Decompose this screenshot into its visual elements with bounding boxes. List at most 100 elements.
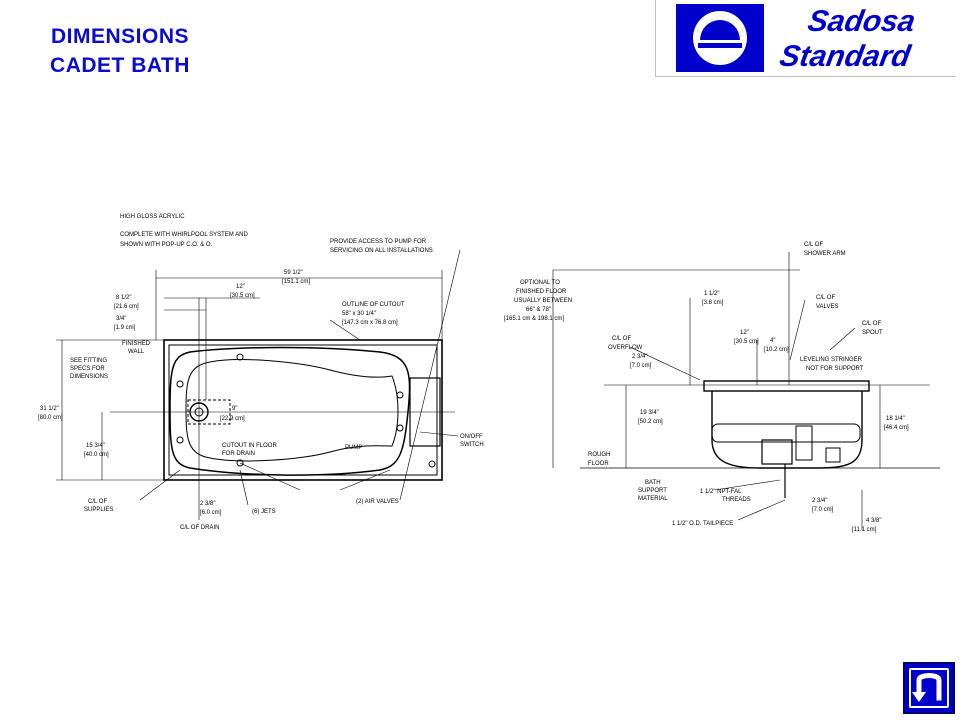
dim-4-3-8-metric: [11.1 cm] — [852, 527, 877, 533]
dim-1-1-2-metric: [3.8 cm] — [702, 300, 724, 306]
logo-word-1: Sadosa — [805, 5, 917, 38]
floor-note-4: 66" & 78" — [526, 307, 551, 313]
logo-dome — [700, 20, 740, 40]
leveling-2: NOT FOR SUPPORT — [806, 366, 864, 372]
width: 31 1/2" — [40, 406, 59, 412]
switch-leader — [419, 431, 459, 437]
rough-floor-1: ROUGH — [588, 452, 610, 458]
title-line-1: DIMENSIONS — [50, 25, 189, 48]
jet-4 — [236, 459, 244, 467]
overall-length: 59 1/2" — [284, 270, 303, 276]
dim-15-3-4-metric: [40.0 cm] — [84, 452, 109, 458]
air-valve-leader-1 — [239, 462, 301, 491]
jets-leader — [239, 469, 249, 506]
support-frame — [711, 423, 861, 443]
pump-fitting — [825, 447, 841, 463]
dim-3-4: 3/4" — [116, 316, 126, 322]
tub-rim — [703, 380, 870, 392]
threads-leader — [714, 479, 781, 491]
bath-basin — [169, 346, 411, 476]
basin-floor — [185, 359, 399, 462]
note-line-2: COMPLETE WITH WHIRLPOOL SYSTEM AND — [120, 232, 248, 238]
cutout-title: OUTLINE OF CUTOUT — [342, 302, 405, 308]
tailpiece-label: 1 1/2" O.D. TAILPIECE — [672, 521, 733, 527]
leveling-1: LEVELING STRINGER — [800, 357, 863, 363]
access-note-1: PROVIDE ACCESS TO PUMP FOR — [330, 239, 427, 245]
pump-label: PUMP — [345, 445, 362, 451]
logo-bar — [698, 43, 742, 48]
logo-word-2: Standard — [777, 40, 913, 73]
dim-18-1-4-metric: [46.4 cm] — [884, 425, 909, 431]
plan-labels: HIGH GLOSS ACRYLIC COMPLETE WITH WHIRLPO… — [38, 214, 484, 531]
access-note-2: SERVICING ON ALL INSTALLATIONS — [330, 248, 433, 254]
tailpiece-leader — [737, 499, 786, 521]
jet-2 — [176, 436, 184, 444]
shower-1: C/L OF — [804, 242, 823, 248]
dim-12-metric: [30.5 cm] — [230, 293, 255, 299]
cutout-metric: [147.3 cm x 76.8 cm] — [342, 320, 398, 326]
drain-label: C/L OF DRAIN — [180, 525, 219, 531]
bath-support-3: MATERIAL — [638, 496, 668, 502]
supplies-1: C/L OF — [88, 499, 107, 505]
overall-length-metric: [151.1 cm] — [282, 279, 310, 285]
floor-note-2: FINISHED FLOOR — [516, 289, 567, 295]
width-metric: [80.0 cm] — [38, 415, 63, 421]
dim-2-3-4-bot-metric: [7.0 cm] — [812, 507, 834, 513]
return-button-frame — [909, 668, 949, 708]
overflow-2: OVERFLOW — [608, 345, 643, 351]
dim-9-metric: [22.9 cm] — [220, 416, 245, 422]
fitting-2: SPECS FOR — [70, 366, 105, 372]
pump-unit — [761, 439, 793, 465]
dim-18-1-4: 18 1/4" — [886, 416, 905, 422]
dim-12-elev-metric: [30.5 cm] — [734, 339, 759, 345]
dim-2-3-4-bot: 2 3/4" — [812, 498, 827, 504]
dim-19-3-4: 19 3/4" — [640, 410, 659, 416]
valves-2: VALVES — [816, 304, 838, 310]
jet-5 — [396, 391, 404, 399]
dim-1-1-2: 1 1/2" — [704, 291, 719, 297]
onoff-switch — [428, 460, 436, 468]
dim-12-elev: 12" — [740, 330, 749, 336]
dim-2-3-8: 2 3/8" — [200, 501, 215, 507]
jet-3 — [236, 353, 244, 361]
shower-2: SHOWER ARM — [804, 251, 846, 257]
fitting-3: DIMENSIONS — [70, 374, 108, 380]
dim-12: 12" — [236, 284, 245, 290]
jet-1 — [176, 380, 184, 388]
cutout-leader — [329, 319, 361, 341]
valves-1: C/L OF — [816, 295, 835, 301]
sadosa-standard-logo: Sadosa Standard — [655, 0, 956, 77]
jets-label: (6) JETS — [252, 509, 276, 515]
floor-note-5: [165.1 cm & 198.1 cm] — [504, 316, 564, 322]
bath-support-1: BATH — [645, 480, 661, 486]
dim-3-4-metric: [1.9 cm] — [114, 325, 136, 331]
supplies-leader — [139, 469, 181, 501]
dim-2-3-8-metric: [6.0 cm] — [200, 510, 222, 516]
jet-6 — [396, 424, 404, 432]
cutout-size: 58" x 30 1/4" — [342, 311, 376, 317]
plan-view — [56, 249, 461, 520]
dim-19-3-4-metric: [50.2 cm] — [638, 419, 663, 425]
dim-2-3-4-top-metric: [7.0 cm] — [630, 363, 652, 369]
air-valves-label: (2) AIR VALVES — [356, 499, 399, 505]
floor-note-3: USUALLY BETWEEN — [514, 298, 572, 304]
dim-4-3-8: 4 3/8" — [866, 518, 881, 524]
switch-1: ON/OFF — [460, 434, 483, 440]
title-line-2: CADET BATH — [50, 54, 190, 77]
elevation-view — [552, 252, 940, 530]
overflow-leader — [629, 346, 701, 381]
valves-leader — [789, 299, 806, 361]
floor-note-1: OPTIONAL TO — [520, 280, 560, 286]
motor — [795, 425, 813, 461]
access-leader — [399, 249, 461, 501]
return-button[interactable] — [903, 662, 955, 714]
supplies-2: SUPPLIES — [84, 507, 113, 513]
finished-wall-2: WALL — [128, 349, 145, 355]
fitting-1: SEE FITTING — [70, 358, 107, 364]
dim-9: 9" — [232, 406, 237, 412]
rough-floor-2: FLOOR — [588, 461, 609, 467]
threads-1: 1 1/2" NPT-FAL — [700, 489, 742, 495]
spout-leader — [829, 327, 856, 351]
note-line-1: HIGH GLOSS ACRYLIC — [120, 214, 185, 220]
elevation-labels: OPTIONAL TO FINISHED FLOOR USUALLY BETWE… — [504, 242, 909, 533]
